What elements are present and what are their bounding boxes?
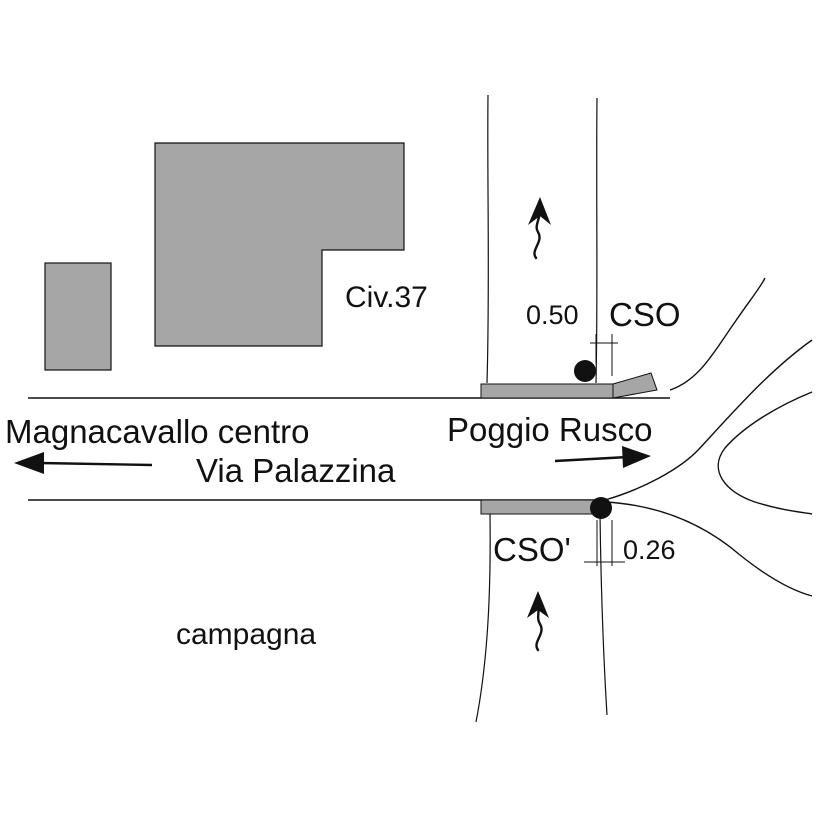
label-cso: CSO <box>609 296 681 333</box>
road-east-loop <box>717 391 813 515</box>
dimension-marks-cso <box>590 334 618 376</box>
canal-right-bank-south <box>599 513 608 716</box>
road-ne-outer <box>669 277 766 391</box>
label-destination-west: Magnacavallo centro <box>5 413 310 450</box>
label-distance-cso-prime: 0.26 <box>623 535 676 565</box>
label-destination-east: Poggio Rusco <box>447 411 652 448</box>
canal-right-bank-north <box>595 97 598 384</box>
building-small <box>44 262 112 371</box>
arrow-right-icon <box>554 446 651 468</box>
bridge-deck-north <box>480 383 614 399</box>
bridge-wing-north <box>612 372 658 399</box>
label-civic-number: Civ.37 <box>345 281 428 314</box>
road-se <box>604 501 813 597</box>
cso-point <box>574 360 596 382</box>
flow-arrow-north-icon <box>528 197 551 260</box>
label-street-name: Via Palazzina <box>196 452 396 489</box>
flow-arrow-south-icon <box>527 591 549 652</box>
cso-prime-point <box>590 497 612 519</box>
dimension-marks-cso-prime <box>584 520 625 566</box>
road-ne-inner <box>604 339 813 501</box>
building-civ37 <box>154 142 405 347</box>
bridge-deck-south <box>480 499 602 515</box>
label-area-south: campagna <box>176 618 316 651</box>
canal-left-bank-south <box>475 513 491 723</box>
label-distance-cso: 0.50 <box>526 300 579 330</box>
arrow-left-icon <box>14 452 153 474</box>
canal-left-bank-north <box>486 94 489 384</box>
label-cso-prime: CSO' <box>493 531 571 568</box>
